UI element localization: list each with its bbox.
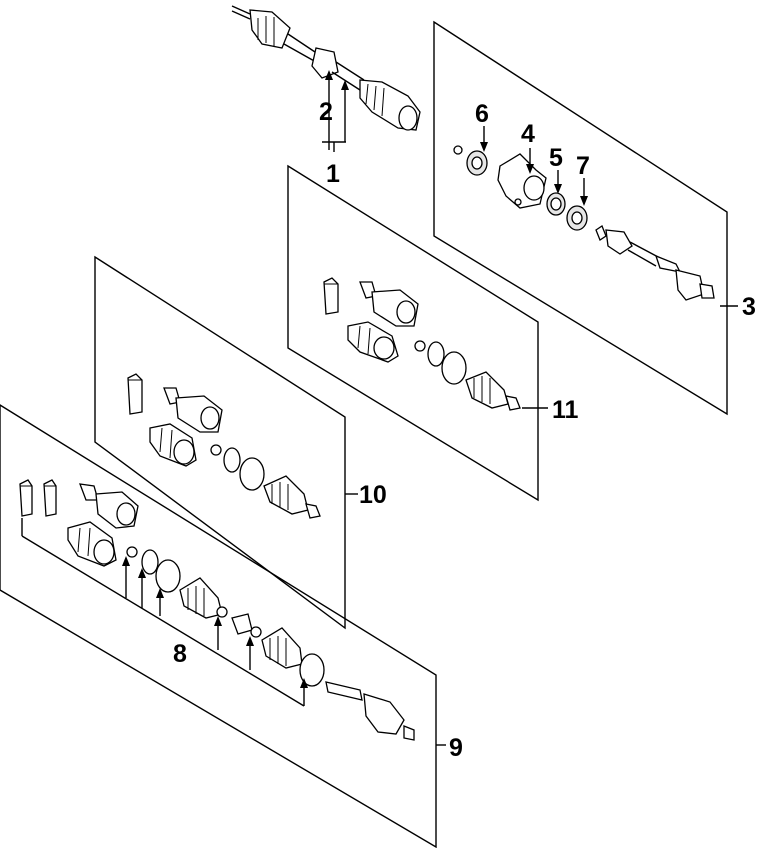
callout-9: 9 — [449, 734, 463, 762]
panel-9-parts — [19, 479, 446, 746]
callout-8: 8 — [173, 640, 187, 668]
panel-3-parts — [453, 126, 738, 307]
callout-10: 10 — [359, 481, 387, 509]
callout-7: 7 — [576, 152, 590, 180]
callout-4: 4 — [521, 120, 535, 148]
callout-1: 1 — [326, 160, 340, 188]
callout-11: 11 — [552, 396, 579, 424]
panel-11-parts — [323, 277, 548, 411]
callout-3: 3 — [742, 293, 756, 321]
panel-9 — [0, 404, 437, 848]
panel-10 — [94, 255, 346, 630]
panel-10-parts — [127, 373, 358, 519]
panel-3 — [433, 20, 728, 416]
callout-5: 5 — [549, 144, 563, 172]
callout-2: 2 — [319, 98, 333, 126]
panel-11 — [287, 164, 539, 502]
callout-6: 6 — [475, 100, 489, 128]
axle-assembly-top — [231, 5, 421, 152]
